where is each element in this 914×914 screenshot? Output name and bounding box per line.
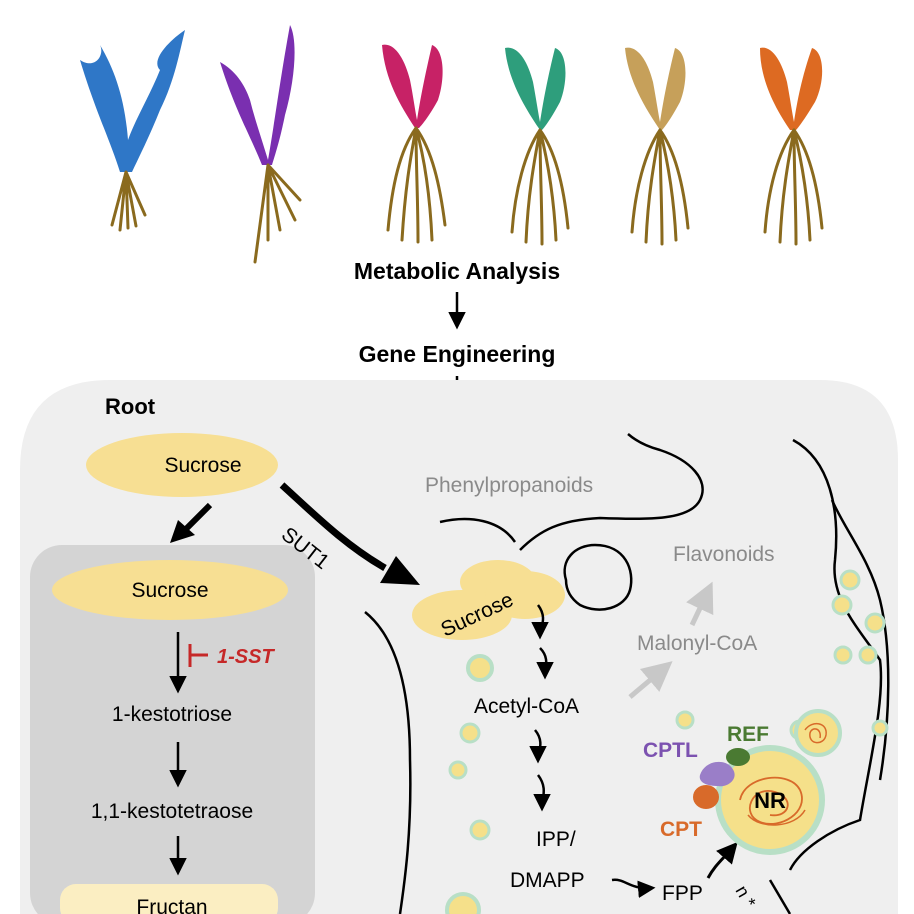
arrow-acetyl-to-ipp-2 [533, 774, 551, 812]
plant-row [80, 25, 824, 264]
plant-purple-icon [220, 25, 302, 264]
plant-magenta-icon [382, 44, 447, 244]
sucrose-outer-ellipse [86, 433, 278, 497]
kestotriose-label: 1-kestotriose [112, 703, 232, 726]
dmapp-label: DMAPP [510, 869, 585, 892]
arrow-fpp-to-rubber [706, 841, 738, 879]
cell-membranes [364, 433, 890, 914]
enzyme-1sst-label: 1-SST [217, 646, 275, 668]
cptl-label: CPTL [643, 739, 698, 762]
rubber-particles [445, 569, 889, 914]
plant-green-icon [505, 47, 570, 246]
malonyl-coa-label: Malonyl-CoA [637, 632, 757, 655]
arrow-sut1-head [380, 556, 420, 585]
vacuole-box [30, 545, 315, 914]
arrow-acetyl-to-ipp-1 [529, 729, 547, 764]
arrow-sut1-transport [279, 482, 387, 572]
nr-label: NR [754, 788, 786, 813]
sucrose-outer-label: Sucrose [164, 454, 241, 477]
cpt-protein-icon [693, 785, 719, 809]
kestotetraose-label: 1,1-kestotetraose [91, 800, 253, 823]
rubber-particle-medium [794, 709, 842, 757]
arrow-acetyl-to-malonyl [628, 661, 673, 699]
arrow-sucrose-to-acetyl-1 [531, 604, 549, 640]
sucrose-vacuole-label: Sucrose [131, 579, 208, 602]
ref-protein-icon [726, 748, 750, 766]
root-label: Root [105, 394, 156, 419]
ref-label: REF [727, 723, 769, 746]
phenylpropanoids-label: Phenylpropanoids [425, 474, 593, 497]
sucrose-vacuole-ellipse [52, 560, 288, 620]
arrow-dmapp-to-fpp [611, 878, 656, 898]
acetyl-coa-label: Acetyl-CoA [474, 695, 579, 718]
flavonoids-label: Flavonoids [673, 543, 775, 566]
cpt-label: CPT [660, 818, 702, 841]
cptl-protein-icon [699, 761, 735, 787]
step-metabolic-analysis: Metabolic Analysis [354, 258, 560, 284]
inhibition-1sst [188, 644, 208, 667]
sucrose-cell-blob-bottom [412, 590, 512, 640]
arrow-sucrose-to-acetyl-2 [536, 647, 554, 680]
arrow-sucrose-to-vacuole-head [170, 520, 195, 543]
fpp-label: FPP [662, 882, 703, 905]
sucrose-cell-blob-right [485, 571, 565, 619]
arrow-sucrose-to-vacuole [180, 502, 213, 535]
ipp-label: IPP/ [536, 828, 576, 851]
plant-tan-icon [625, 47, 690, 246]
arrow-malonyl-to-flavonoids [686, 581, 714, 627]
plant-orange-icon [760, 47, 824, 246]
plant-blue-icon [80, 30, 185, 232]
arrow-polymer-partial [768, 879, 792, 914]
step-gene-engineering: Gene Engineering [359, 341, 556, 367]
fructan-box [60, 884, 278, 914]
fructan-label: Fructan [136, 896, 207, 914]
